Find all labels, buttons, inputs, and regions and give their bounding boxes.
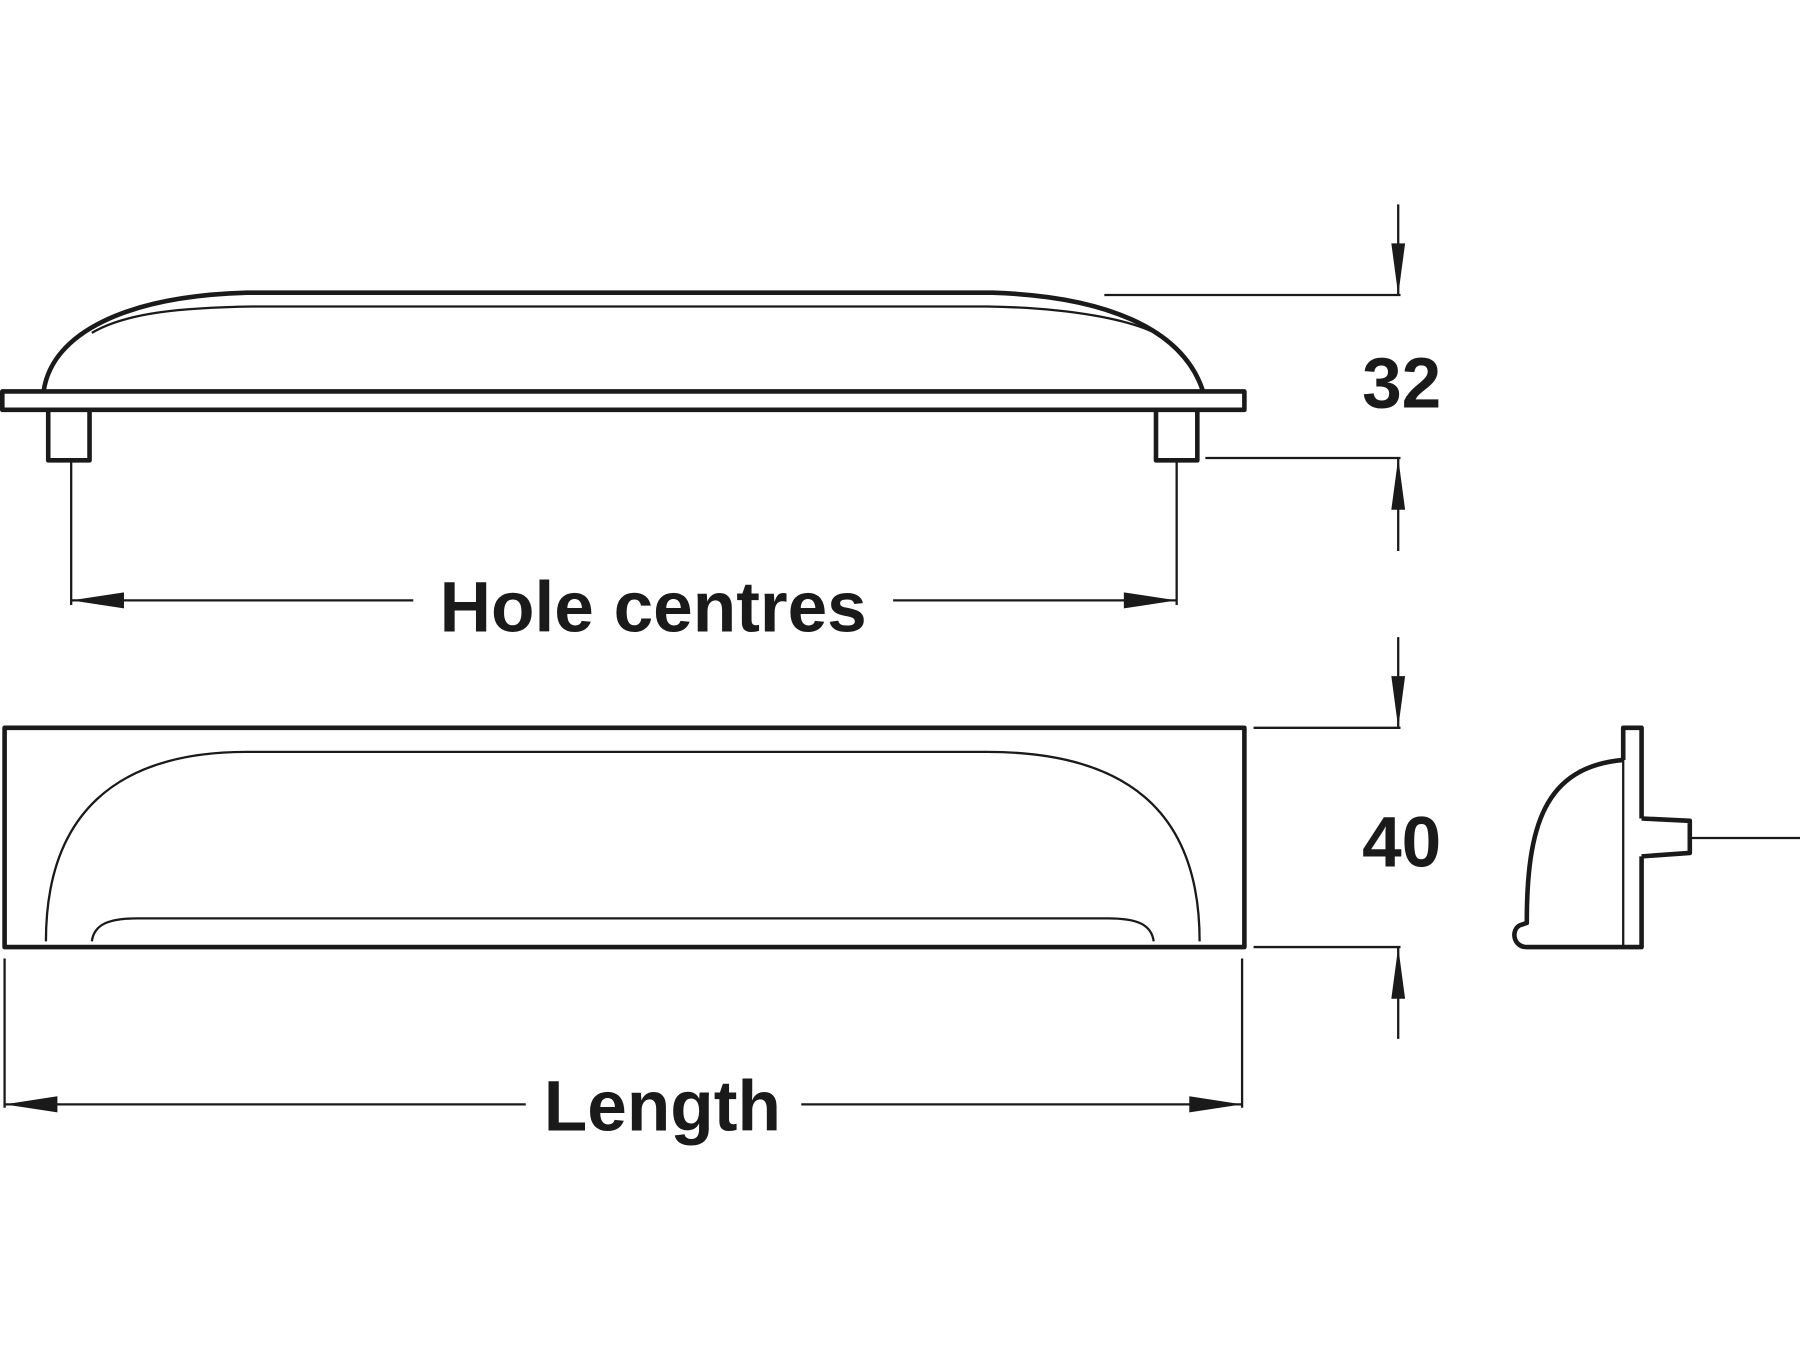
arrow-right-icon [1189, 1096, 1243, 1113]
length-label: Length [544, 1068, 781, 1147]
cup-lip [90, 917, 1155, 942]
flange [0, 389, 1247, 413]
width-dimension: 40 [1253, 637, 1441, 1039]
arrow-left-icon [71, 592, 124, 609]
arrow-down-icon [1391, 243, 1406, 296]
height-dimension: 32 [1104, 204, 1441, 552]
length-dimension: Length [3, 958, 1244, 1147]
arrow-right-icon [1123, 592, 1177, 609]
side-view [1512, 725, 1800, 950]
hole-centres-label: Hole centres [440, 568, 867, 647]
arrow-up-icon [1391, 947, 1406, 999]
arrow-down-icon [1391, 676, 1406, 728]
side-profile [1512, 725, 1644, 950]
cup-outline [44, 750, 1201, 942]
backplate [2, 725, 1247, 950]
arrow-up-icon [1391, 458, 1406, 510]
side-post [1641, 816, 1693, 859]
top-view [0, 290, 1247, 463]
front-view [2, 725, 1247, 950]
dome-outline [41, 290, 1206, 393]
dome-inner-line [91, 305, 1160, 337]
left-post [45, 409, 92, 463]
right-post [1153, 409, 1200, 463]
hole-centres-dimension: Hole centres [70, 460, 1178, 647]
height-label: 32 [1362, 345, 1441, 424]
width-label: 40 [1362, 804, 1441, 883]
arrow-left-icon [4, 1096, 58, 1113]
